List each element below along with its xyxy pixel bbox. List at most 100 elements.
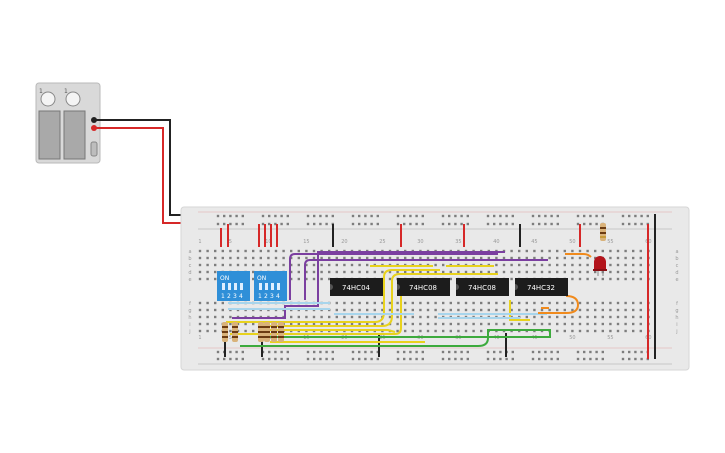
breadboard-hole[interactable] <box>426 308 430 312</box>
breadboard-hole[interactable] <box>364 222 367 226</box>
breadboard-hole[interactable] <box>290 249 293 253</box>
breadboard-hole[interactable] <box>448 350 451 354</box>
breadboard-hole[interactable] <box>548 315 551 319</box>
breadboard-hole[interactable] <box>376 357 379 361</box>
breadboard-hole[interactable] <box>594 329 597 333</box>
breadboard-hole[interactable] <box>221 263 224 267</box>
breadboard-hole[interactable] <box>351 222 355 226</box>
breadboard-hole[interactable] <box>350 256 354 260</box>
breadboard-hole[interactable] <box>388 308 392 312</box>
breadboard-hole[interactable] <box>319 350 322 354</box>
breadboard-hole[interactable] <box>320 270 323 274</box>
breadboard-hole[interactable] <box>358 222 361 226</box>
breadboard-hole[interactable] <box>396 256 399 260</box>
breadboard-hole[interactable] <box>305 277 308 281</box>
breadboard-hole[interactable] <box>624 308 627 312</box>
breadboard-hole[interactable] <box>556 222 559 226</box>
breadboard-hole[interactable] <box>487 256 490 260</box>
breadboard-hole[interactable] <box>556 329 559 333</box>
breadboard-hole[interactable] <box>216 357 220 361</box>
breadboard-hole[interactable] <box>313 214 316 218</box>
breadboard-hole[interactable] <box>525 263 528 267</box>
breadboard-hole[interactable] <box>343 315 346 319</box>
breadboard-hole[interactable] <box>571 270 574 274</box>
breadboard-hole[interactable] <box>325 350 328 354</box>
breadboard-hole[interactable] <box>460 350 463 354</box>
breadboard-hole[interactable] <box>601 322 604 326</box>
breadboard-hole[interactable] <box>576 222 580 226</box>
breadboard-hole[interactable] <box>415 357 418 361</box>
breadboard-hole[interactable] <box>221 256 224 260</box>
breadboard-hole[interactable] <box>297 322 300 326</box>
breadboard-hole[interactable] <box>457 329 460 333</box>
breadboard-hole[interactable] <box>616 322 620 326</box>
breadboard-hole[interactable] <box>274 256 278 260</box>
breadboard-hole[interactable] <box>628 350 631 354</box>
breadboard-hole[interactable] <box>578 322 582 326</box>
breadboard-hole[interactable] <box>415 222 418 226</box>
breadboard-hole[interactable] <box>538 214 541 218</box>
breadboard-hole[interactable] <box>571 256 574 260</box>
breadboard-hole[interactable] <box>472 322 475 326</box>
breadboard-hole[interactable] <box>550 214 553 218</box>
breadboard-hole[interactable] <box>229 249 232 253</box>
breadboard-hole[interactable] <box>426 270 430 274</box>
breadboard-hole[interactable] <box>594 322 597 326</box>
breadboard-hole[interactable] <box>214 308 217 312</box>
breadboard-hole[interactable] <box>487 322 490 326</box>
breadboard-hole[interactable] <box>548 263 551 267</box>
breadboard-hole[interactable] <box>319 357 322 361</box>
breadboard-hole[interactable] <box>335 263 338 267</box>
breadboard-hole[interactable] <box>632 256 635 260</box>
breadboard-hole[interactable] <box>595 214 598 218</box>
breadboard-hole[interactable] <box>525 256 528 260</box>
breadboard-hole[interactable] <box>404 270 407 274</box>
breadboard-hole[interactable] <box>366 256 369 260</box>
breadboard-hole[interactable] <box>350 270 354 274</box>
breadboard-hole[interactable] <box>583 350 586 354</box>
breadboard-hole[interactable] <box>441 357 445 361</box>
breadboard-hole[interactable] <box>502 270 506 274</box>
breadboard-hole[interactable] <box>325 222 328 226</box>
breadboard-hole[interactable] <box>236 263 240 267</box>
breadboard-hole[interactable] <box>373 256 376 260</box>
breadboard-hole[interactable] <box>493 357 496 361</box>
breadboard-hole[interactable] <box>518 270 521 274</box>
breadboard-hole[interactable] <box>198 301 202 305</box>
breadboard-hole[interactable] <box>646 214 649 218</box>
breadboard-hole[interactable] <box>434 322 437 326</box>
breadboard-hole[interactable] <box>396 350 400 354</box>
breadboard-hole[interactable] <box>609 249 612 253</box>
breadboard-hole[interactable] <box>495 308 498 312</box>
breadboard-hole[interactable] <box>214 301 217 305</box>
breadboard-hole[interactable] <box>486 214 490 218</box>
breadboard-hole[interactable] <box>601 315 604 319</box>
breadboard-hole[interactable] <box>306 357 310 361</box>
breadboard-hole[interactable] <box>563 329 566 333</box>
breadboard-hole[interactable] <box>267 249 270 253</box>
dip-switch-toggle[interactable] <box>234 283 237 290</box>
breadboard-hole[interactable] <box>601 214 604 218</box>
breadboard-hole[interactable] <box>268 214 271 218</box>
breadboard-hole[interactable] <box>502 308 506 312</box>
breadboard-hole[interactable] <box>290 263 293 267</box>
breadboard-hole[interactable] <box>544 214 547 218</box>
breadboard-hole[interactable] <box>252 263 255 267</box>
breadboard-hole[interactable] <box>464 322 468 326</box>
breadboard-hole[interactable] <box>639 322 642 326</box>
breadboard-hole[interactable] <box>343 322 346 326</box>
breadboard-hole[interactable] <box>563 256 566 260</box>
breadboard-hole[interactable] <box>616 256 620 260</box>
breadboard-hole[interactable] <box>297 315 300 319</box>
breadboard-hole[interactable] <box>442 263 445 267</box>
breadboard-hole[interactable] <box>313 357 316 361</box>
breadboard-hole[interactable] <box>495 322 498 326</box>
breadboard-hole[interactable] <box>589 214 592 218</box>
breadboard-hole[interactable] <box>609 263 612 267</box>
breadboard-hole[interactable] <box>578 329 582 333</box>
breadboard-hole[interactable] <box>351 350 355 354</box>
breadboard-hole[interactable] <box>421 350 424 354</box>
breadboard-hole[interactable] <box>343 301 346 305</box>
breadboard-hole[interactable] <box>586 308 589 312</box>
breadboard-hole[interactable] <box>396 270 399 274</box>
